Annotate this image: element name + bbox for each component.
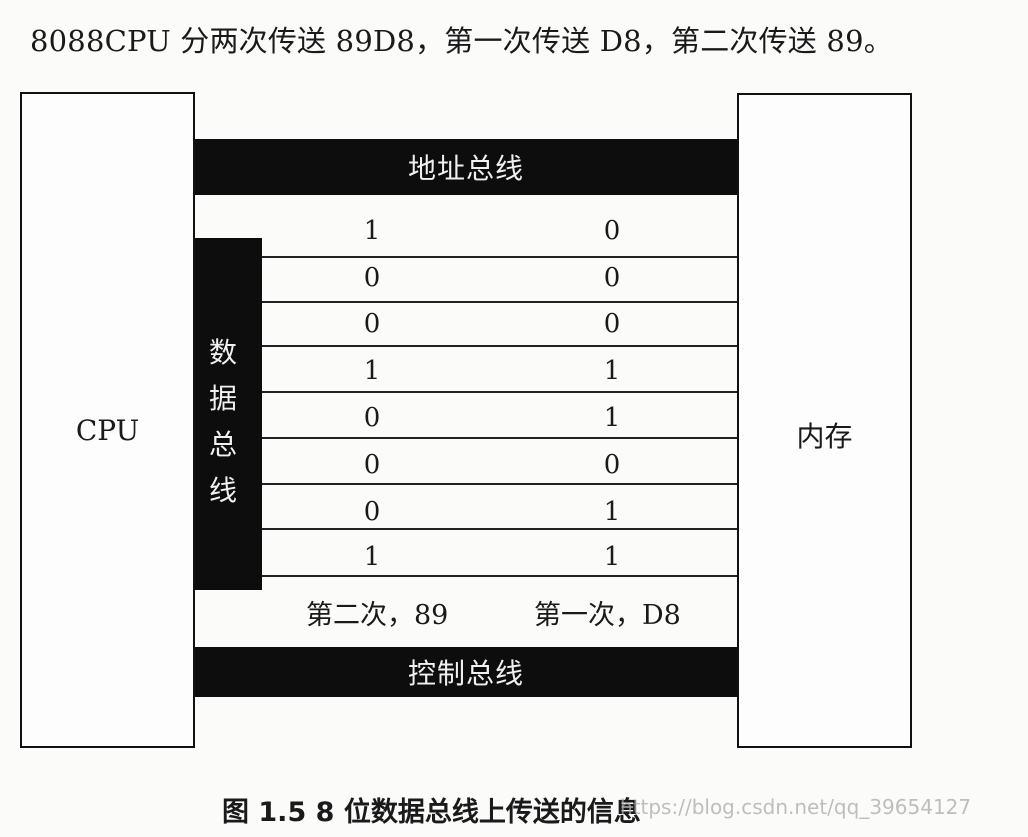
bit-line [262, 528, 737, 530]
first-transfer-label: 第一次，D8 [534, 600, 681, 631]
bit-value-second: 1 [363, 216, 381, 246]
bit-line [262, 345, 737, 347]
bit-line [262, 301, 737, 303]
bit-line [262, 575, 737, 577]
data-bus-block: 数 据 总 线 [195, 238, 262, 590]
address-bus-label: 地址总线 [407, 152, 524, 185]
figure-caption: 图 1.5 8 位数据总线上传送的信息 [222, 797, 641, 828]
bit-value-second: 0 [363, 403, 381, 433]
bit-value-first: 1 [603, 356, 621, 386]
bit-value-first: 0 [603, 450, 621, 480]
bit-value-second: 1 [363, 356, 381, 386]
address-bus: 地址总线 [195, 139, 737, 195]
bit-value-first: 1 [603, 403, 621, 433]
top-caption: 8088CPU 分两次传送 89D8，第一次传送 D8，第二次传送 89。 [30, 24, 893, 58]
memory-box: 内存 [737, 93, 912, 748]
data-bus-char: 线 [208, 474, 237, 507]
bit-value-first: 0 [603, 263, 621, 293]
cpu-box: CPU [20, 92, 195, 748]
control-bus-label: 控制总线 [407, 657, 524, 690]
bit-value-first: 1 [603, 497, 621, 527]
bit-value-second: 0 [363, 450, 381, 480]
control-bus: 控制总线 [195, 647, 737, 697]
bit-value-second: 1 [363, 542, 381, 572]
bit-line [262, 391, 737, 393]
watermark: https://blog.csdn.net/qq_39654127 [620, 795, 972, 819]
data-bus-char: 数 [208, 336, 237, 369]
data-bus-label: 数 据 总 线 [195, 330, 251, 514]
bit-value-second: 0 [363, 263, 381, 293]
cpu-label: CPU [75, 414, 140, 447]
bit-line [262, 483, 737, 485]
bit-value-second: 0 [363, 497, 381, 527]
bit-line [262, 256, 737, 258]
bit-value-first: 0 [603, 216, 621, 246]
data-bus-char: 据 [208, 382, 237, 415]
memory-label: 内存 [796, 420, 853, 453]
bit-value-first: 0 [603, 309, 621, 339]
bit-value-first: 1 [603, 542, 621, 572]
second-transfer-label: 第二次，89 [306, 600, 449, 631]
bit-line [262, 437, 737, 439]
bit-value-second: 0 [363, 309, 381, 339]
data-bus-char: 总 [208, 428, 237, 461]
